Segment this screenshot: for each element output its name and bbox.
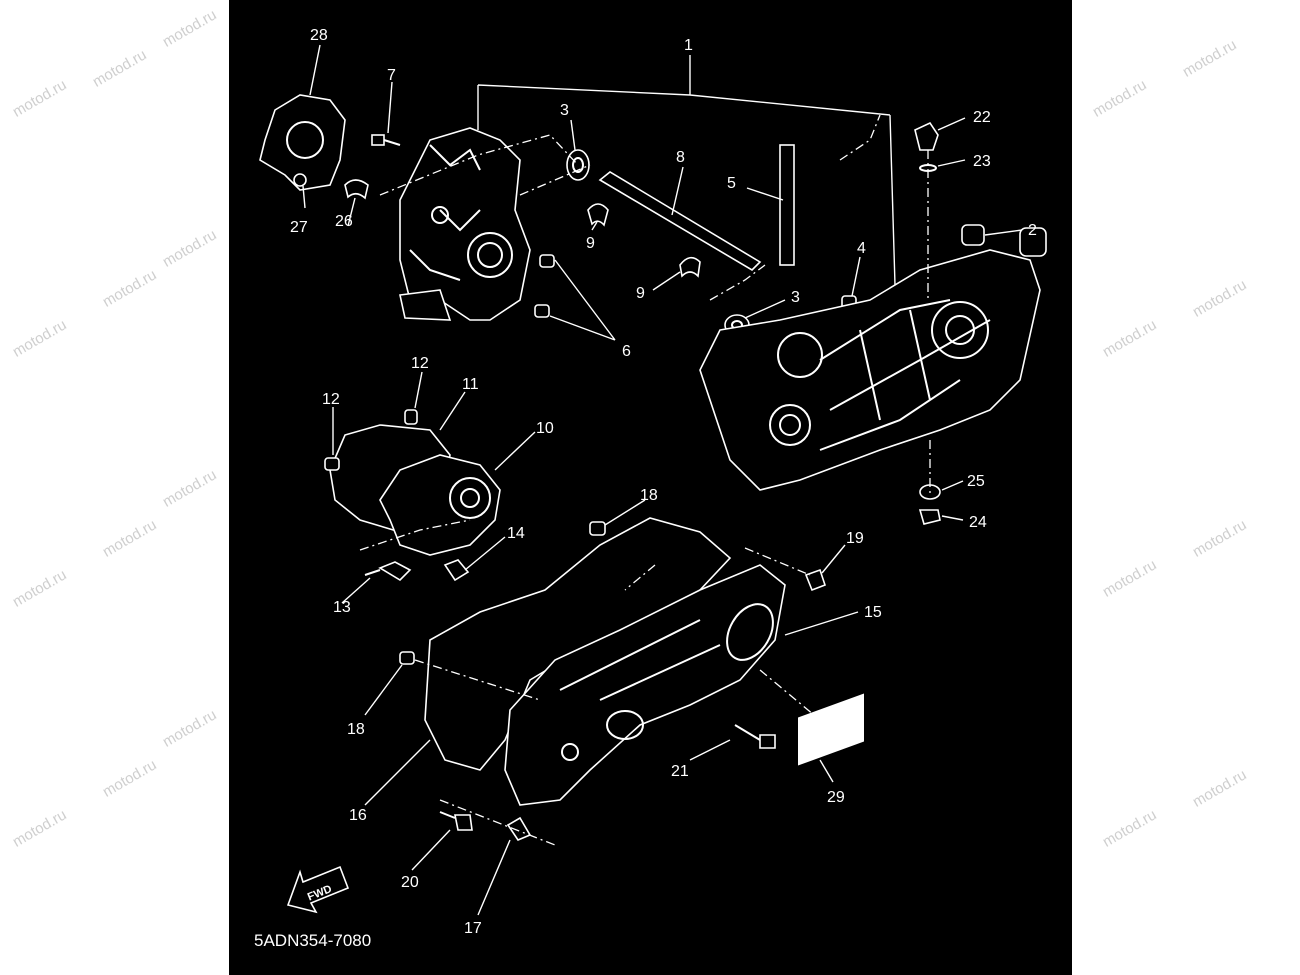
fwd-arrow-icon: FWD <box>286 865 350 914</box>
callout-22: 22 <box>973 109 991 126</box>
callout-3-lower: 3 <box>791 289 800 306</box>
watermark-text: motod.ru <box>9 76 70 121</box>
watermark-text: motod.ru <box>99 516 160 561</box>
watermark-text: motod.ru <box>1189 766 1250 811</box>
watermark-text: motod.ru <box>1099 556 1160 601</box>
callout-28: 28 <box>310 27 328 44</box>
callout-24: 24 <box>969 514 987 531</box>
dowel-18-upper <box>589 521 606 536</box>
crankcase-right-half <box>699 227 1047 491</box>
callout-4: 4 <box>857 240 866 257</box>
callout-16: 16 <box>349 807 367 824</box>
diagram-panel: 1 2 3 3 4 5 6 7 8 9 9 10 11 12 12 13 14 … <box>229 0 1072 975</box>
crankcase-left-half <box>399 127 531 321</box>
watermark-text: motod.ru <box>9 806 70 851</box>
pipe-5 <box>779 144 795 266</box>
callout-27: 27 <box>290 219 308 236</box>
bolt-24 <box>918 509 941 525</box>
callout-13: 13 <box>333 599 351 616</box>
callout-15: 15 <box>864 604 882 621</box>
part-26 <box>344 179 369 200</box>
watermark-text: motod.ru <box>159 466 220 511</box>
callout-12-a: 12 <box>411 355 429 372</box>
exploded-view-diagram: 1 2 3 3 4 5 6 7 8 9 9 10 11 12 12 13 14 … <box>254 27 1047 950</box>
plug-22 <box>914 121 939 151</box>
callout-11: 11 <box>462 376 479 393</box>
dowel-17 <box>506 816 532 841</box>
bolt-13 <box>364 561 412 582</box>
plug-27 <box>293 173 307 187</box>
seal-9-upper <box>587 203 609 227</box>
watermark-text: motod.ru <box>1099 316 1160 361</box>
watermark-text: motod.ru <box>1099 806 1160 851</box>
leader-lines <box>302 44 1023 916</box>
callout-labels: 1 2 3 3 4 5 6 7 8 9 9 10 11 12 12 13 14 … <box>290 27 1037 937</box>
callout-26: 26 <box>335 213 353 230</box>
crankcase-cover-15 <box>504 564 786 806</box>
callout-9-upper: 9 <box>586 235 595 252</box>
watermark-text: motod.ru <box>9 316 70 361</box>
watermark-text: motod.ru <box>1189 516 1250 561</box>
callout-20: 20 <box>401 874 419 891</box>
callout-12-b: 12 <box>322 391 340 408</box>
watermark-text: motod.ru <box>1189 276 1250 321</box>
bolt-21 <box>734 724 776 749</box>
diagram-code: 5ADN354-7080 <box>254 931 371 950</box>
label-29 <box>798 693 864 766</box>
bolt-20 <box>439 811 473 831</box>
cover-10 <box>379 454 501 556</box>
callout-18-lower: 18 <box>347 721 365 738</box>
bolt-7 <box>371 134 401 146</box>
bolt-14 <box>443 559 470 582</box>
watermark-text: motod.ru <box>89 46 150 91</box>
dowel-12-a <box>404 409 418 425</box>
watermark-text: motod.ru <box>159 706 220 751</box>
callout-10: 10 <box>536 420 554 437</box>
shaft-8 <box>598 171 762 272</box>
callout-21: 21 <box>671 763 689 780</box>
seal-9-lower <box>679 256 701 278</box>
callout-7: 7 <box>387 67 396 84</box>
bushing-2 <box>961 224 985 246</box>
callout-8: 8 <box>676 149 685 166</box>
watermark-text: motod.ru <box>1179 36 1240 81</box>
gasket-28 <box>259 94 346 191</box>
callout-14: 14 <box>507 525 525 542</box>
dowel-18-lower <box>399 651 415 665</box>
callout-3-upper: 3 <box>560 102 569 119</box>
callout-25: 25 <box>967 473 985 490</box>
watermark-text: motod.ru <box>159 6 220 51</box>
callout-6: 6 <box>622 343 631 360</box>
callout-29: 29 <box>827 789 845 806</box>
callout-18-upper: 18 <box>640 487 658 504</box>
callout-5: 5 <box>727 175 736 192</box>
callout-23: 23 <box>973 153 991 170</box>
callout-1: 1 <box>684 37 693 54</box>
callout-19: 19 <box>846 530 864 547</box>
callout-2: 2 <box>1028 222 1037 239</box>
watermark-text: motod.ru <box>9 566 70 611</box>
callout-17: 17 <box>464 920 482 937</box>
watermark-text: motod.ru <box>99 756 160 801</box>
dowel-12-b <box>324 457 340 471</box>
dowel-pins-6 <box>534 254 555 318</box>
watermark-text: motod.ru <box>1089 76 1150 121</box>
watermark-text: motod.ru <box>159 226 220 271</box>
watermark-text: motod.ru <box>99 266 160 311</box>
bolt-19 <box>804 568 827 592</box>
bearing-3-upper <box>566 149 590 181</box>
callout-9-lower: 9 <box>636 285 645 302</box>
